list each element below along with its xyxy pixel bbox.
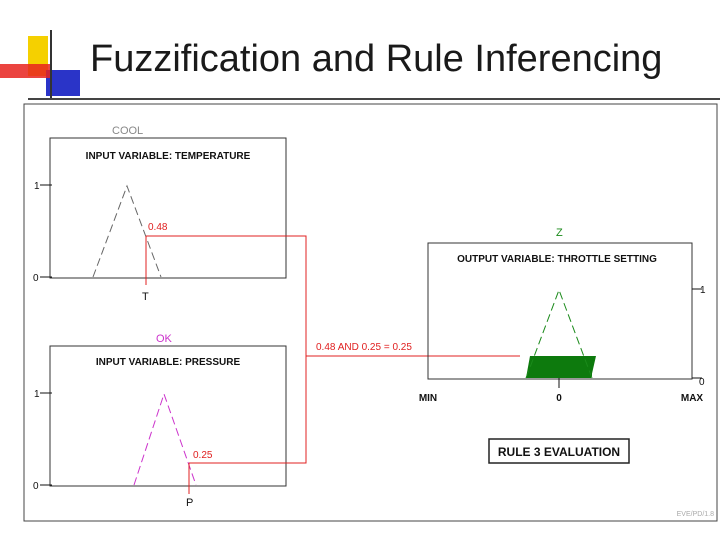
z-membership-triangle — [525, 288, 593, 379]
ok-membership-triangle — [133, 392, 197, 486]
temperature-membership-value: 0.48 — [148, 222, 168, 233]
pressure-membership-value: 0.25 — [193, 450, 213, 461]
temperature-panel-box — [49, 137, 287, 279]
rule-evaluation-box — [488, 438, 630, 464]
cool-set-label: COOL — [112, 125, 143, 137]
z-set-label: Z — [556, 227, 563, 239]
ok-set-label: OK — [156, 333, 173, 345]
output-x-mid-label: 0 — [556, 393, 562, 404]
pressure-panel-box — [49, 345, 287, 487]
temperature-panel-header: INPUT VARIABLE: TEMPERATURE — [86, 151, 251, 162]
output-x-min-label: MIN — [419, 393, 437, 404]
output-x-max-label: MAX — [681, 393, 704, 404]
temperature-input-label: T — [142, 291, 149, 303]
temperature-y-top-label: 1 — [34, 181, 40, 192]
temperature-y-bottom-label: 0 — [33, 273, 39, 284]
rule-evaluation-label: RULE 3 EVALUATION — [498, 445, 620, 459]
pressure-input-label: P — [186, 497, 193, 509]
cool-membership-triangle — [92, 184, 162, 278]
output-y-top-label: 1 — [700, 285, 706, 296]
output-panel-header: OUTPUT VARIABLE: THROTTLE SETTING — [457, 254, 657, 265]
pressure-panel-header: INPUT VARIABLE: PRESSURE — [96, 357, 241, 368]
and-expression-label: 0.48 AND 0.25 = 0.25 — [316, 342, 412, 353]
accent-red-bar — [0, 64, 52, 78]
pressure-y-bottom-label: 0 — [33, 481, 39, 492]
pressure-y-top-label: 1 — [34, 389, 40, 400]
clipped-output-fill-body — [530, 356, 592, 376]
accent-horizontal-rule — [28, 98, 720, 100]
output-y-bottom-label: 0 — [699, 377, 705, 388]
footer-code: EVE/PD/1.8 — [677, 511, 714, 518]
rule-link-connector — [146, 235, 307, 464]
slide-title: Fuzzification and Rule Inferencing — [90, 38, 663, 80]
output-panel-box — [427, 242, 693, 380]
accent-vertical-rule — [50, 30, 52, 100]
